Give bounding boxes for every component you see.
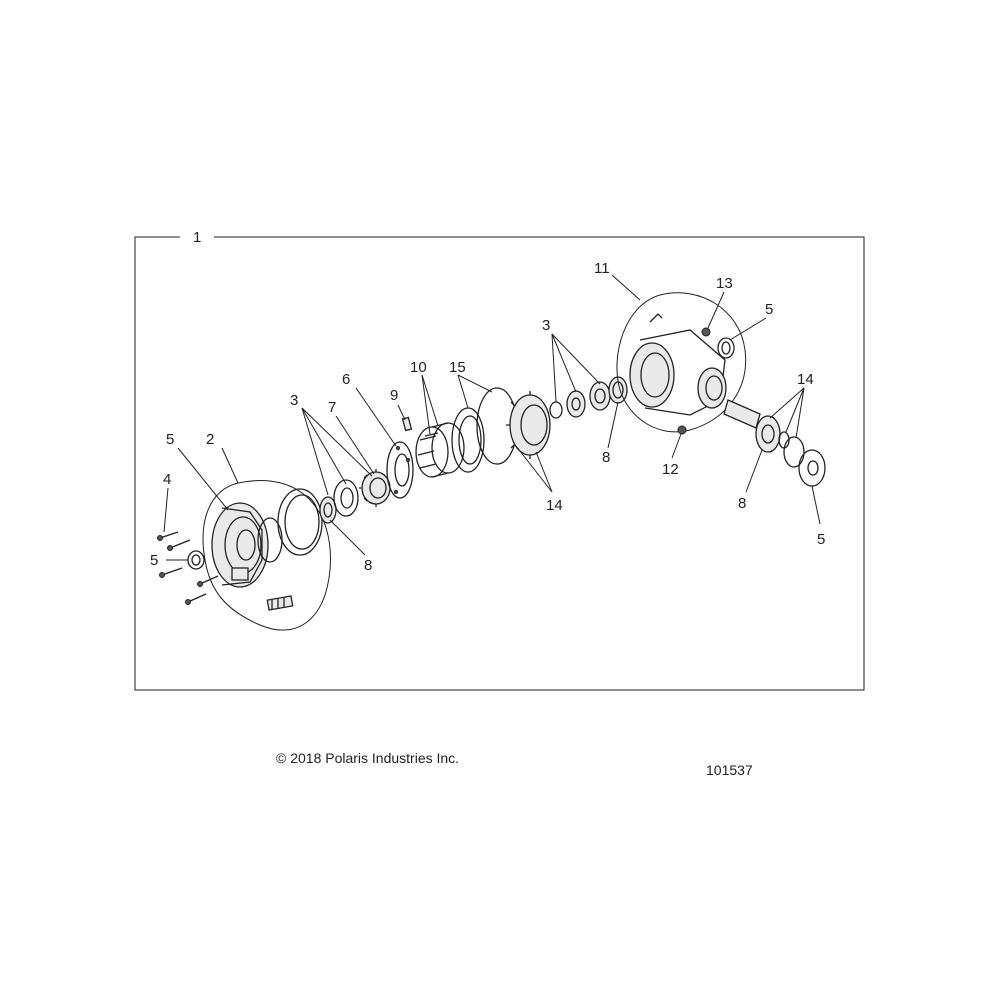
thrust-washer[interactable] — [333, 479, 359, 517]
output-shaft[interactable] — [723, 399, 781, 453]
leader-lines — [163, 274, 821, 561]
seal-lower-right[interactable] — [798, 449, 826, 487]
callout-12[interactable]: 12 — [662, 461, 679, 478]
left-housing[interactable] — [211, 502, 269, 588]
callout-14-right[interactable]: 14 — [797, 371, 814, 388]
bearing-left[interactable] — [319, 496, 337, 524]
ring-gear-14[interactable] — [506, 391, 551, 459]
lasso-part-11 — [616, 292, 747, 433]
seal-upper-right[interactable] — [717, 337, 735, 359]
callout-10[interactable]: 10 — [410, 359, 427, 376]
callout-5-lower-right[interactable]: 5 — [817, 531, 825, 548]
plate-part-6[interactable] — [386, 441, 414, 499]
callout-14-center[interactable]: 14 — [546, 497, 563, 514]
gear-part-7[interactable] — [359, 469, 391, 507]
callout-15[interactable]: 15 — [449, 359, 466, 376]
callout-2[interactable]: 2 — [206, 431, 214, 448]
callout-3-left[interactable]: 3 — [290, 392, 298, 409]
assembly-frame — [134, 236, 865, 691]
roller-cage-10[interactable] — [415, 422, 465, 478]
spring-part-10[interactable] — [424, 432, 439, 437]
callout-5-left[interactable]: 5 — [150, 552, 158, 569]
clip-part[interactable] — [266, 595, 294, 611]
callout-5-left-top[interactable]: 5 — [166, 431, 174, 448]
right-housing[interactable] — [629, 313, 727, 416]
bolts[interactable] — [157, 531, 219, 605]
callout-3-right[interactable]: 3 — [542, 317, 550, 334]
clutch-ring-15[interactable] — [451, 407, 485, 473]
shim-14b[interactable] — [783, 436, 805, 468]
callout-7[interactable]: 7 — [328, 399, 336, 416]
left-seal[interactable] — [187, 550, 205, 570]
pin-part-9[interactable] — [401, 416, 413, 432]
callout-8-left[interactable]: 8 — [364, 557, 372, 574]
copyright-text: © 2018 Polaris Industries Inc. — [276, 750, 460, 766]
vent-plug-12[interactable] — [677, 425, 687, 435]
callout-8-center[interactable]: 8 — [602, 449, 610, 466]
callout-1[interactable]: 1 — [193, 229, 201, 246]
drawing-number: 101537 — [706, 762, 753, 778]
callout-9[interactable]: 9 — [390, 387, 398, 404]
callout-8-right[interactable]: 8 — [738, 495, 746, 512]
thin-ring-left[interactable] — [257, 517, 283, 563]
callout-4[interactable]: 4 — [163, 471, 171, 488]
callout-5-upper-right[interactable]: 5 — [765, 301, 773, 318]
callout-6[interactable]: 6 — [342, 371, 350, 388]
callout-11[interactable]: 11 — [594, 260, 610, 277]
large-ring-left[interactable] — [277, 488, 323, 556]
drain-plug-13[interactable] — [701, 327, 711, 337]
bearing-stack[interactable] — [549, 381, 611, 419]
callout-13[interactable]: 13 — [716, 275, 733, 292]
